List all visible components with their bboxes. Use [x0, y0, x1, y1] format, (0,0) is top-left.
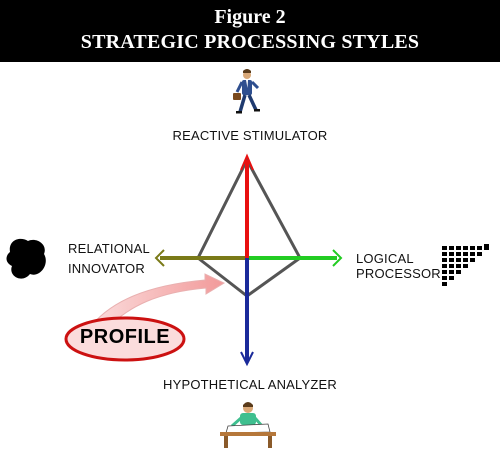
- label-hypothetical-analyzer: HYPOTHETICAL ANALYZER: [163, 377, 337, 392]
- staircase-grid-icon: [442, 244, 489, 286]
- profile-label: PROFILE: [79, 326, 171, 348]
- businessman-walking-icon: [233, 69, 260, 114]
- curved-arrow-icon: [87, 273, 226, 333]
- right-arrow: [247, 249, 343, 267]
- label-reactive-stimulator: REACTIVE STIMULATOR: [172, 128, 328, 143]
- figure-number: Figure 2: [214, 6, 286, 28]
- label-innovator: INNOVATOR: [68, 261, 145, 276]
- label-relational: RELATIONAL: [68, 241, 150, 256]
- up-arrow: [240, 153, 254, 258]
- label-logical: LOGICAL: [356, 251, 414, 266]
- person-writing-icon: [220, 402, 276, 448]
- left-arrow: [154, 249, 247, 267]
- figure-title: STRATEGIC PROCESSING STYLES: [80, 31, 420, 53]
- label-processor: PROCESSOR: [356, 266, 441, 281]
- black-blob-icon: [6, 238, 46, 279]
- down-arrow: [240, 258, 254, 367]
- title-bar: Figure 2 STRATEGIC PROCESSING STYLES: [0, 0, 500, 62]
- profile-oval: [64, 316, 186, 362]
